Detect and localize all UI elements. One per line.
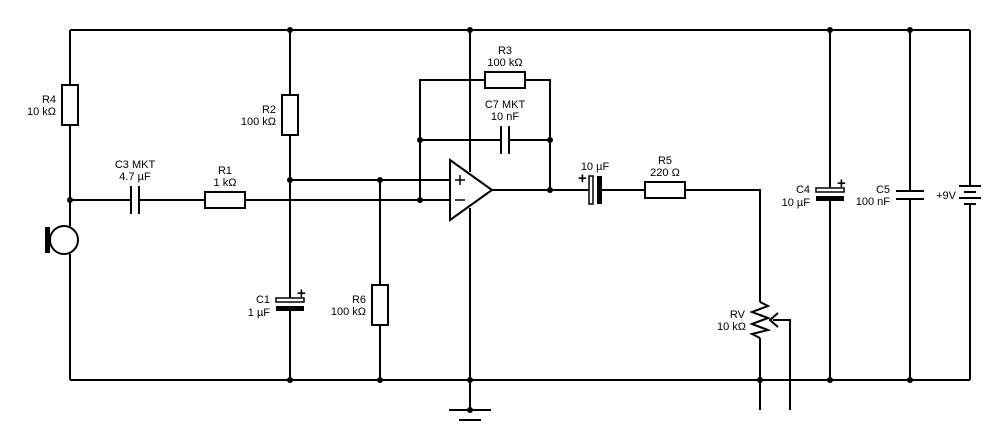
c4-polarity-mark: + (837, 175, 846, 192)
capacitor-plate-positive (588, 175, 594, 205)
r2-name-label: R2 (262, 104, 276, 116)
r6-value-label: 100 kΩ (331, 306, 366, 318)
opamp-plus-sign (455, 175, 465, 185)
capacitor-c1 (275, 297, 305, 311)
ground-icon (449, 409, 491, 421)
resistor-r4-body (61, 84, 79, 126)
r3-name-label: R3 (498, 45, 512, 57)
microphone-diaphragm (45, 227, 50, 253)
junction-dot (907, 27, 913, 33)
junction-dot (827, 377, 833, 383)
junction-dots (67, 27, 913, 413)
feedback-r3-wire (419, 79, 551, 200)
rv-name-label: RV (730, 309, 746, 321)
r6-name-label: R6 (352, 294, 366, 306)
r3-value-label: 100 kΩ (487, 57, 522, 69)
c1-polarity-mark: + (297, 285, 306, 302)
junction-dot (547, 137, 553, 143)
junction-dot (287, 177, 293, 183)
capacitor-c5 (896, 190, 924, 200)
junction-dot (417, 137, 423, 143)
output-line-wire (492, 189, 761, 302)
wires (69, 29, 971, 410)
microphone-icon (45, 225, 79, 255)
junction-dot (907, 377, 913, 383)
junction-dot (287, 377, 293, 383)
supply-voltage-label: +9V (936, 190, 957, 202)
junction-dot (377, 177, 383, 183)
capacitor-c3 (130, 186, 140, 214)
capacitor-c4 (815, 187, 845, 201)
r1-value-label: 1 kΩ (214, 177, 237, 189)
resistor-r1-body (204, 191, 246, 209)
potentiometer-zigzag (749, 301, 772, 339)
r5-name-label: R5 (658, 155, 672, 167)
resistor-r6-body (371, 284, 389, 326)
junction-dot (547, 187, 553, 193)
potentiometer-wiper-arrow (768, 312, 779, 328)
capacitor-plate-negative (276, 306, 304, 311)
resistor-r2-body (281, 94, 299, 136)
r2-value-label: 100 kΩ (241, 116, 276, 128)
c3-name-label: C3 MKT (115, 159, 156, 171)
c7-value-label: 10 nF (491, 111, 519, 123)
opamp (449, 158, 494, 222)
resistor-r3-body (484, 71, 526, 89)
junction-dot (467, 27, 473, 33)
rv-wiper-wire (773, 319, 791, 410)
rv-value-label: 10 kΩ (717, 321, 746, 333)
resistor-r5-body (644, 181, 686, 199)
capacitor-plate-negative (816, 196, 844, 201)
c5-value-label: 100 nF (856, 196, 891, 208)
coupling-polarity-mark: + (578, 170, 587, 187)
coupling-value-label: 10 µF (581, 161, 610, 173)
battery-9v (959, 185, 981, 205)
r4-value-label: 10 kΩ (27, 106, 56, 118)
capacitor-plate-negative (597, 176, 602, 204)
junction-dot (757, 377, 763, 383)
r1-name-label: R1 (218, 165, 232, 177)
potentiometer-rv (749, 301, 779, 339)
capacitor-c7 (500, 126, 510, 154)
microphone-body (49, 225, 79, 255)
r5-value-label: 220 Ω (650, 167, 680, 179)
c4-name-label: C4 (796, 184, 810, 196)
junction-dot (377, 377, 383, 383)
c5-name-label: C5 (876, 184, 890, 196)
capacitor-plate-positive (275, 297, 305, 303)
capacitor-output-coupling (588, 175, 602, 205)
c7-name-label: C7 MKT (485, 99, 526, 111)
junction-dot (287, 27, 293, 33)
c1-name-label: C1 (256, 294, 270, 306)
junction-dot (827, 27, 833, 33)
junction-dot (417, 197, 423, 203)
c4-value-label: 10 µF (782, 197, 811, 209)
junction-dot (467, 377, 473, 383)
r4-name-label: R4 (42, 94, 56, 106)
capacitor-plate-positive (815, 187, 845, 193)
junction-dot (67, 197, 73, 203)
c3-value-label: 4.7 µF (119, 171, 151, 183)
c1-value-label: 1 µF (248, 307, 271, 319)
